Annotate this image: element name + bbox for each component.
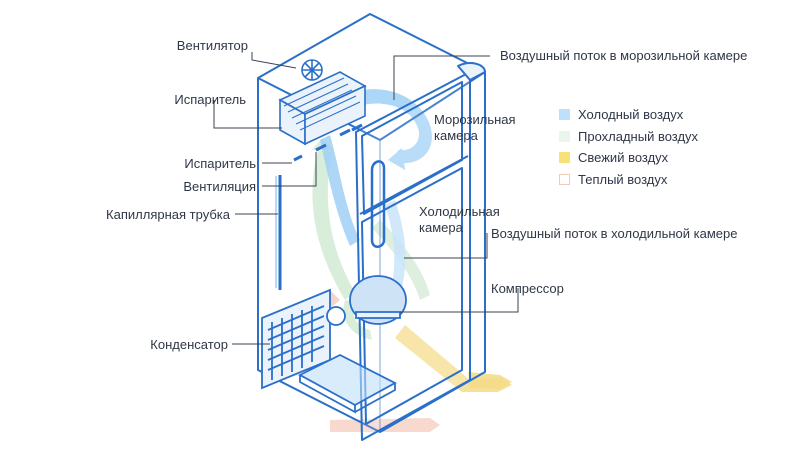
label-freezer-line2: камера xyxy=(434,128,478,143)
legend-item-warm: Теплый воздух xyxy=(559,169,698,191)
label-fridge-airflow: Воздушный поток в холодильной камере xyxy=(491,226,738,241)
compressor-unit xyxy=(326,275,407,326)
legend-swatch-cool xyxy=(559,130,570,142)
legend-label-cold: Холодный воздух xyxy=(578,107,684,123)
fridge-door xyxy=(355,62,486,441)
label-fridge-line1: Холодильная xyxy=(419,204,500,219)
cold-airflow xyxy=(320,89,432,295)
label-freezer-line1: Морозильная xyxy=(434,112,516,127)
label-compressor: Компрессор xyxy=(491,281,564,296)
legend-label-cool: Прохладный воздух xyxy=(578,128,699,144)
evaporator-coil xyxy=(278,71,367,146)
legend-item-fresh: Свежий воздух xyxy=(559,147,698,169)
label-capillary-tube: Капиллярная трубка xyxy=(106,207,230,222)
fan-unit xyxy=(301,59,323,81)
leader-lines xyxy=(213,52,519,345)
drip-tray xyxy=(298,353,397,414)
ventilation-bars xyxy=(293,123,363,162)
legend-item-cool: Прохладный воздух xyxy=(559,126,698,148)
label-evaporator-top: Испаритель xyxy=(174,92,246,107)
legend: Холодный воздух Прохладный воздух Свежий… xyxy=(559,104,698,190)
capillary-tube xyxy=(275,175,282,290)
legend-label-warm: Теплый воздух xyxy=(578,171,668,187)
legend-item-cold: Холодный воздух xyxy=(559,104,698,126)
label-evaporator-mid: Испаритель xyxy=(184,156,256,171)
legend-label-fresh: Свежий воздух xyxy=(578,150,669,166)
label-freezer-airflow: Воздушный поток в морозильной камере xyxy=(500,48,748,63)
legend-swatch-fresh xyxy=(559,152,570,164)
condenser-coil xyxy=(261,288,331,390)
label-condenser: Конденсатор xyxy=(150,337,228,352)
label-ventilation: Вентиляция xyxy=(183,179,256,194)
label-fan: Вентилятор xyxy=(176,38,248,53)
legend-swatch-cold xyxy=(559,109,570,121)
label-fridge-line2: камера xyxy=(419,220,463,235)
legend-swatch-warm xyxy=(559,173,570,185)
